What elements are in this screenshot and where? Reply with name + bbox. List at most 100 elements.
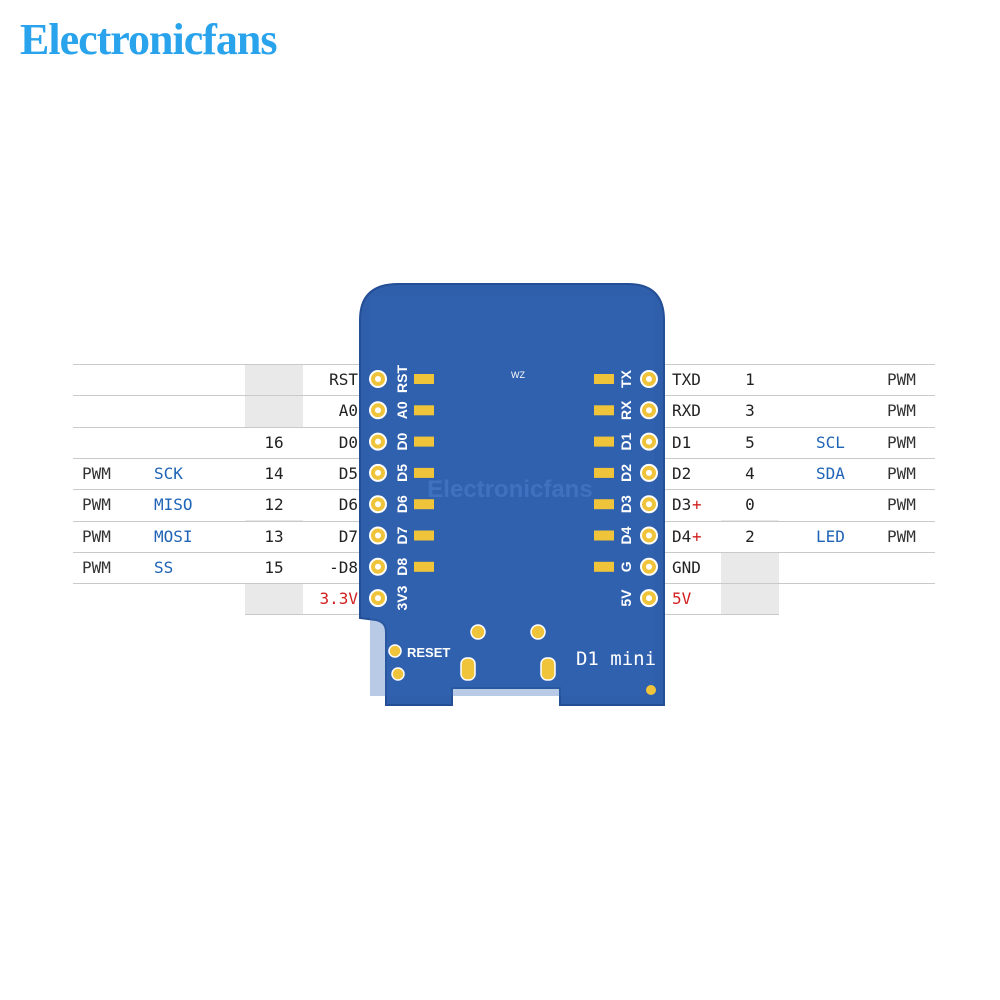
right-smd-pads bbox=[594, 374, 614, 572]
right-row-line bbox=[662, 395, 935, 396]
right-row-line bbox=[662, 364, 935, 365]
left-gpio-cell-bg bbox=[245, 427, 303, 458]
pwm-label bbox=[887, 552, 927, 583]
function-label: MISO bbox=[154, 495, 193, 515]
right-row-line bbox=[662, 458, 935, 459]
left-row-line bbox=[73, 395, 365, 396]
pcb-outline bbox=[359, 283, 665, 706]
left-gpio-cell-bg bbox=[245, 490, 303, 521]
right-gpio-cell-bg bbox=[721, 396, 779, 427]
silk-label: D7 bbox=[394, 526, 410, 544]
pin-name: TXD bbox=[672, 370, 701, 389]
pin-name: D6 bbox=[338, 495, 358, 515]
pin-name: RXD bbox=[672, 401, 701, 421]
right-row-line bbox=[662, 614, 779, 615]
smd-pad bbox=[594, 530, 614, 541]
left-pin-row: 3.3V bbox=[0, 583, 370, 614]
header-hole-center bbox=[646, 438, 652, 445]
button-pad bbox=[540, 657, 556, 681]
header-hole-center bbox=[646, 469, 652, 476]
pwm-label: PWM bbox=[82, 463, 111, 483]
smd-pad bbox=[414, 436, 434, 447]
right-row-line bbox=[662, 489, 935, 490]
test-pad bbox=[530, 624, 546, 640]
left-pin-row: A0 bbox=[0, 395, 370, 426]
pin-name: 3.3V bbox=[319, 589, 358, 609]
pin-name: -D8 bbox=[329, 557, 358, 577]
right-pin-row: D1 5 SCL PWM bbox=[0, 427, 1000, 458]
silk-label: TX bbox=[618, 369, 634, 388]
pwm-label: PWM bbox=[887, 495, 916, 515]
right-gpio-cell-bg bbox=[721, 458, 779, 490]
pwm-label: PWM bbox=[887, 370, 916, 389]
right-gpio-cell-bg bbox=[721, 427, 779, 458]
left-gpio-cell-bg bbox=[245, 458, 303, 490]
function-label bbox=[816, 395, 876, 426]
header-hole-center bbox=[375, 501, 381, 508]
left-header-holes bbox=[369, 370, 387, 608]
left-row-line bbox=[73, 583, 365, 584]
pwm-label: PWM bbox=[887, 526, 916, 546]
header-hole-center bbox=[375, 469, 381, 476]
silk-label: 5V bbox=[618, 589, 634, 607]
silk-label: D5 bbox=[394, 464, 410, 482]
pin-name: D0 bbox=[338, 432, 358, 452]
pwm-label: PWM bbox=[887, 432, 916, 452]
gpio-number: 2 bbox=[745, 526, 755, 546]
gpio-number: 0 bbox=[745, 495, 755, 515]
left-row-line bbox=[73, 489, 365, 490]
right-gpio-cell-bg bbox=[721, 521, 779, 552]
left-row-line bbox=[73, 552, 365, 553]
test-pad bbox=[470, 624, 486, 640]
function-label bbox=[816, 552, 876, 583]
pin-name: D1 bbox=[672, 432, 692, 452]
smd-pad bbox=[414, 405, 434, 416]
left-gpio-cell-bg bbox=[245, 521, 303, 552]
plus-mark: + bbox=[692, 526, 702, 546]
smd-pad bbox=[594, 561, 614, 572]
pin-name: D3 bbox=[672, 495, 692, 515]
left-row-line bbox=[73, 521, 365, 522]
function-label bbox=[816, 364, 876, 395]
gpio-number: 15 bbox=[264, 557, 284, 577]
silk-label: A0 bbox=[394, 401, 410, 419]
smd-pad bbox=[414, 467, 434, 478]
silk-label: 3V3 bbox=[394, 585, 410, 610]
left-row-line bbox=[73, 458, 365, 459]
function-label: SCL bbox=[816, 432, 845, 452]
pin-name: D2 bbox=[672, 463, 692, 483]
gpio-number bbox=[721, 583, 779, 614]
right-row-line bbox=[662, 427, 935, 428]
pwm-label: PWM bbox=[82, 495, 111, 515]
silk-label: D3 bbox=[618, 495, 634, 513]
pin-name: RST bbox=[329, 370, 358, 389]
silk-label: G bbox=[618, 561, 634, 572]
header-hole-center bbox=[375, 376, 381, 382]
smd-pad bbox=[414, 530, 434, 541]
function-label bbox=[816, 583, 876, 614]
smd-pad bbox=[414, 561, 434, 572]
reset-label: RESET bbox=[407, 645, 450, 660]
right-gpio-cell-bg bbox=[721, 490, 779, 521]
silk-label: D0 bbox=[394, 432, 410, 450]
gpio-number: 4 bbox=[745, 463, 755, 483]
left-gpio-cell-bg bbox=[245, 552, 303, 584]
right-pin-row: 5V bbox=[0, 583, 1000, 614]
button-pad bbox=[460, 657, 476, 681]
smd-pad bbox=[414, 374, 434, 384]
left-pin-row: RST bbox=[0, 364, 370, 395]
pcb-watermark: Electronicfans bbox=[427, 476, 592, 503]
pwm-label bbox=[887, 583, 927, 614]
header-hole-center bbox=[375, 438, 381, 445]
header-hole-center bbox=[646, 407, 652, 414]
function-label bbox=[816, 489, 876, 520]
silk-label: D2 bbox=[618, 464, 634, 482]
gpio-number: 5 bbox=[745, 432, 755, 452]
